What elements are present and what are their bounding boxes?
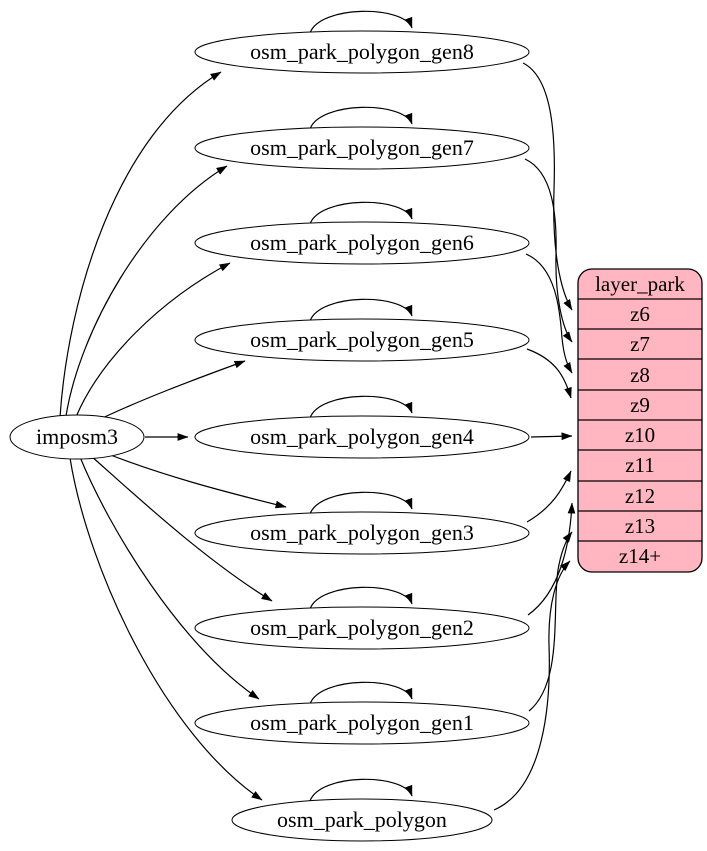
gen2-label: osm_park_polygon_gen2 [250,615,474,640]
row-z8: z8 [630,363,650,387]
row-z12: z12 [625,484,655,508]
edge-gen5-to-z9 [526,348,572,399]
table-node-gen5: osm_park_polygon_gen5 [194,318,530,362]
edge-imposm3-to-gen2 [89,454,273,602]
gen6-ellipse [194,221,530,265]
gen3-ellipse [194,511,530,555]
edge-imposm3-to-gen1 [79,456,260,700]
self-loop-gen1 [309,681,413,705]
imposm3-ellipse [9,414,145,460]
gen8-ellipse [194,30,530,74]
self-loop-gen2 [309,586,413,610]
gen3-label: osm_park_polygon_gen3 [250,520,474,545]
table-node-gen6: osm_park_polygon_gen6 [194,221,530,265]
polygon-ellipse [231,798,493,842]
table-node-gen3: osm_park_polygon_gen3 [194,511,530,555]
table-node-gen7: osm_park_polygon_gen7 [194,126,530,170]
gen4-label: osm_park_polygon_gen4 [250,424,474,449]
gen6-label: osm_park_polygon_gen6 [250,230,474,255]
gen1-label: osm_park_polygon_gen1 [250,710,474,735]
self-loop-gen7 [309,106,413,130]
gen7-label: osm_park_polygon_gen7 [250,135,474,160]
edge-imposm3-to-gen3 [102,451,287,509]
gen8-label: osm_park_polygon_gen8 [250,39,474,64]
edge-imposm3-to-gen5 [95,360,246,422]
edge-gen1-to-z13 [528,531,573,712]
edge-imposm3-to-gen6 [75,262,231,418]
row-z14plus: z14+ [619,544,661,568]
layer-park-title: layer_park [595,272,685,296]
self-loop-gen6 [309,201,413,225]
self-loop-gen3 [309,491,413,515]
source-node-imposm3: imposm3 [9,414,145,460]
self-loop-gen5 [309,298,413,322]
polygon-label: osm_park_polygon [277,807,447,832]
row-z7: z7 [630,332,650,356]
table-node-gen8: osm_park_polygon_gen8 [194,30,530,74]
row-z13: z13 [625,514,655,538]
table-node-polygon: osm_park_polygon [231,798,493,842]
edge-gen6-to-z8 [525,253,573,374]
row-z10: z10 [625,423,655,447]
layer-park-record: layer_park z6 z7 z8 z9 z10 z11 z12 z13 z… [577,268,703,573]
gen7-ellipse [194,126,530,170]
gen2-ellipse [194,606,530,650]
self-loop-polygon [309,778,413,802]
row-z11: z11 [625,453,655,477]
edge-gen4-to-z10 [530,432,573,441]
table-node-gen1: osm_park_polygon_gen1 [194,701,530,745]
edge-gen3-to-z11 [526,470,572,523]
imposm3-label: imposm3 [36,424,118,449]
edge-gen8-to-z6 [522,62,573,311]
gen4-ellipse [194,415,530,459]
gen5-ellipse [194,318,530,362]
edge-gen7-to-z7 [524,158,573,343]
self-loop-gen4 [309,395,413,419]
edge-imposm3-to-gen8 [59,71,222,418]
edge-imposm3-to-polygon [69,457,263,801]
gen1-ellipse [194,701,530,745]
edge-gen2-to-z12 [527,502,576,616]
edge-imposm3-to-gen7 [65,165,228,417]
table-node-gen2: osm_park_polygon_gen2 [194,606,530,650]
row-z9: z9 [630,393,650,417]
row-z6: z6 [630,302,650,326]
gen5-label: osm_park_polygon_gen5 [250,327,474,352]
self-loop-gen8 [309,10,413,34]
edges [59,10,576,811]
table-node-gen4: osm_park_polygon_gen4 [194,415,530,459]
edge-polygon-to-z14plus [493,560,571,811]
